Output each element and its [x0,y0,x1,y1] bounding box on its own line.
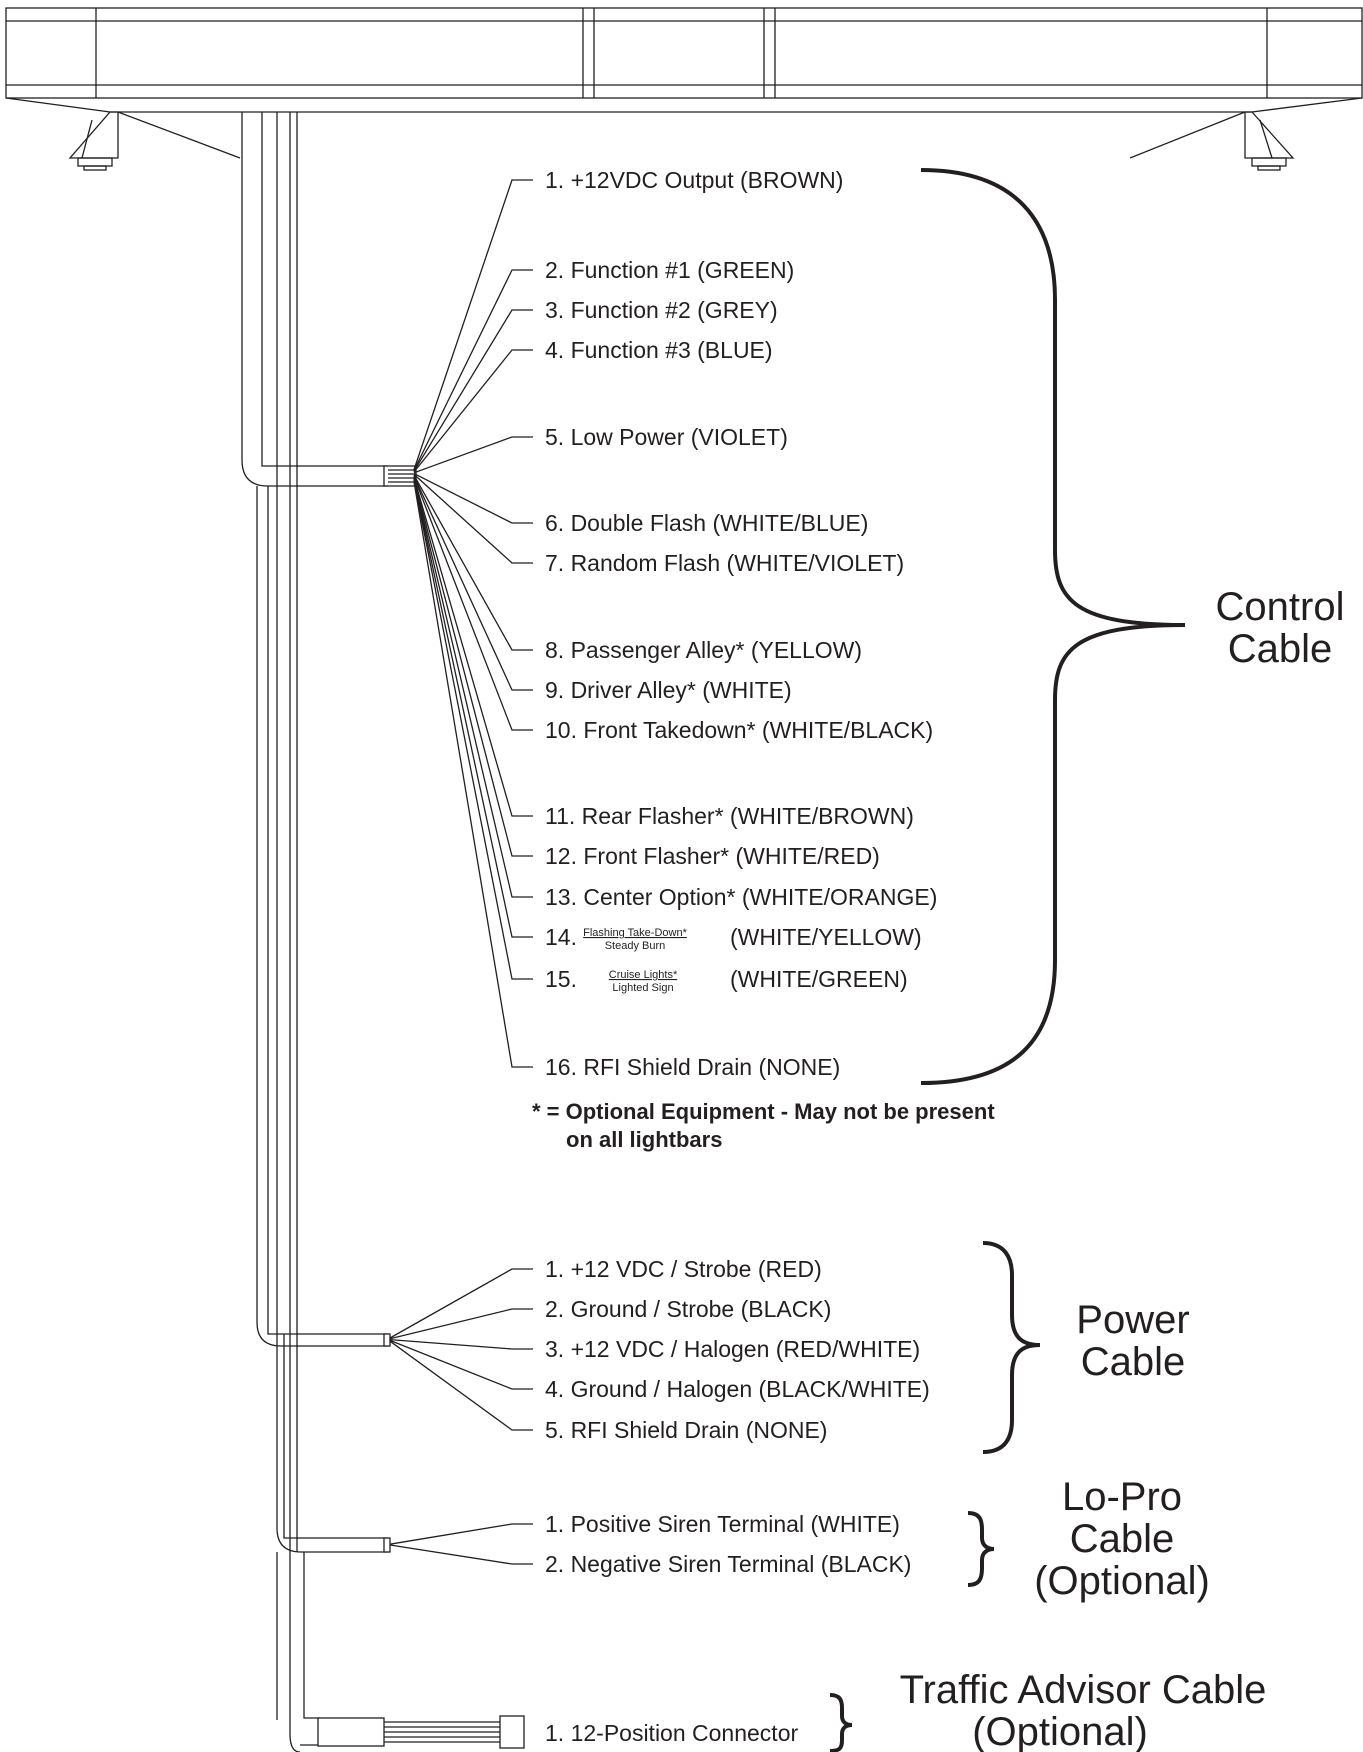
right-mounting-foot [1129,111,1295,171]
control-wire-label: 16. RFI Shield Drain (NONE) [545,1054,840,1080]
control-cable-title-line2: Cable [1228,627,1333,671]
lightbar [5,7,1363,113]
control-wire-label: 5. Low Power (VIOLET) [545,424,788,450]
control-wire-label: 4. Function #3 (BLUE) [545,337,773,363]
lopro-wire-label: 2. Negative Siren Terminal (BLACK) [545,1551,911,1577]
power-wire-label: 1. +12 VDC / Strobe (RED) [545,1256,822,1282]
control-wire-line [413,477,533,817]
control-wire-line [413,475,533,691]
control-wire-label: 1. +12VDC Output (BROWN) [545,167,843,193]
control-wire-line [413,479,533,938]
lopro-cable-brace [967,1511,995,1587]
optional-note-line2: on all lightbars [566,1127,722,1152]
control-wire-line [413,436,533,474]
lopro-cable-title-line2: Cable [1070,1517,1175,1561]
control-wire-label: 9. Driver Alley* (WHITE) [545,677,792,703]
power-wire-line [389,1338,533,1350]
control-wire-label: 11. Rear Flasher* (WHITE/BROWN) [545,803,914,829]
lopro-cable-labels: 1. Positive Siren Terminal (WHITE) 2. Ne… [545,1511,911,1577]
control-wire-label: 10. Front Takedown* (WHITE/BLACK) [545,717,933,743]
control-cable-title-line1: Control [1216,585,1345,629]
control-wire-line [413,476,533,731]
optional-note-line1: * = Optional Equipment - May not be pres… [532,1099,995,1124]
lopro-wire-label: 1. Positive Siren Terminal (WHITE) [545,1511,900,1537]
control-cable-wires [413,179,533,1068]
lopro-wire-line [389,1544,533,1565]
control-wire-line [413,479,533,898]
lopro-wire-line [389,1523,533,1545]
control-wire-line [413,480,533,980]
control-wire-line [413,473,533,524]
left-mounting-foot [68,111,241,171]
traffic-advisor-title-line2: (Optional) [972,1710,1148,1752]
control-wire-label: 8. Passenger Alley* (YELLOW) [545,637,862,663]
lopro-cable-title-line3: (Optional) [1034,1559,1210,1603]
power-cable-title-line1: Power [1076,1298,1189,1342]
control-wire-line [413,478,533,857]
power-cable-wires [389,1268,533,1431]
wire15-number: 15. [545,966,577,992]
power-wire-label: 2. Ground / Strobe (BLACK) [545,1296,831,1322]
wire14-option-top: Flashing Take-Down* [583,927,687,939]
power-wire-line [389,1268,533,1339]
control-wire-label: 6. Double Flash (WHITE/BLUE) [545,510,868,536]
power-wire-line [389,1339,533,1390]
control-wire-label: 12. Front Flasher* (WHITE/RED) [545,843,880,869]
wire15-color: (WHITE/GREEN) [730,966,908,992]
control-wire-label: 13. Center Option* (WHITE/ORANGE) [545,884,937,910]
control-wire-line [413,349,533,473]
power-wire-line [389,1308,533,1340]
wire14-option-bottom: Steady Burn [605,940,666,952]
control-wire-line [413,481,533,1068]
control-wire-line [413,179,533,470]
control-wire-label: 3. Function #2 (GREY) [545,297,778,323]
power-cable-labels: 1. +12 VDC / Strobe (RED) 2. Ground / St… [545,1256,930,1443]
wire15-option-bottom: Lighted Sign [612,982,673,994]
wire15-option-top: Cruise Lights* [609,969,678,981]
cable-trunk [241,112,525,1752]
traffic-advisor-title-line1: Traffic Advisor Cable [900,1668,1267,1712]
power-wire-label: 3. +12 VDC / Halogen (RED/WHITE) [545,1336,920,1362]
control-wire-line [413,309,533,472]
lopro-cable-title-line1: Lo-Pro [1062,1475,1182,1519]
lopro-cable-wires [389,1523,533,1565]
control-cable-labels: 1. +12VDC Output (BROWN) 2. Function #1 … [532,167,995,1152]
power-wire-label: 5. RFI Shield Drain (NONE) [545,1417,827,1443]
control-wire-label: 7. Random Flash (WHITE/VIOLET) [545,550,904,576]
power-cable-brace [982,1241,1041,1454]
power-wire-line [389,1340,533,1431]
traffic-advisor-wire-label: 1. 12-Position Connector [545,1720,798,1746]
power-cable-title-line2: Cable [1081,1340,1186,1384]
control-wire-label: 2. Function #1 (GREEN) [545,257,794,283]
wire14-color: (WHITE/YELLOW) [730,924,922,950]
power-wire-label: 4. Ground / Halogen (BLACK/WHITE) [545,1376,930,1402]
control-cable-brace [920,168,1186,1085]
control-wire-line [413,473,533,564]
wire14-number: 14. [545,924,577,950]
traffic-advisor-cable-brace [829,1693,853,1752]
control-wire-line [413,474,533,651]
control-wire-line [413,269,533,471]
